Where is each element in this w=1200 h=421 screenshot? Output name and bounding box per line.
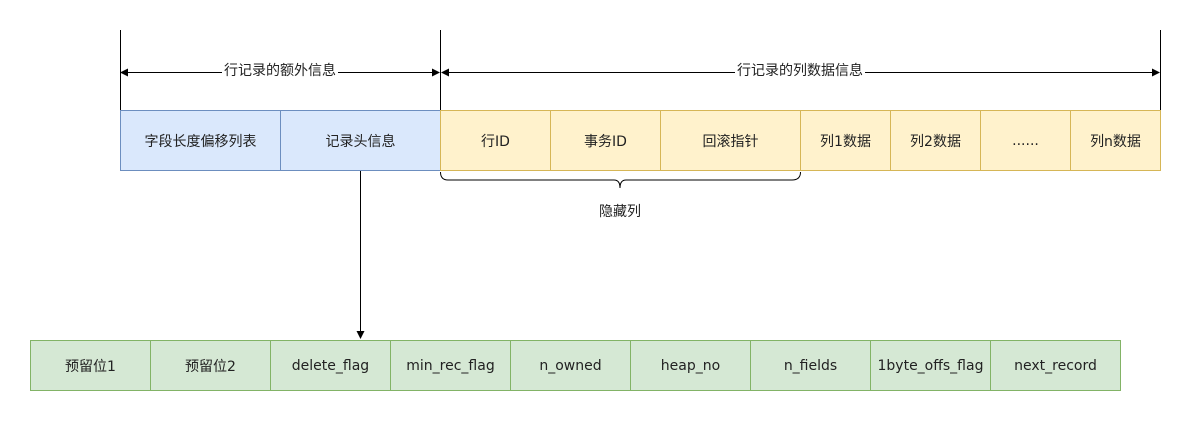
ellipsis-box: ...... xyxy=(980,110,1071,171)
header-field-reserved-1: 预留位1 xyxy=(30,340,151,391)
column-2-box: 列2数据 xyxy=(890,110,981,171)
header-field-1byte-offs-flag: 1byte_offs_flag xyxy=(870,340,991,391)
header-field-n-owned: n_owned xyxy=(510,340,631,391)
header-field-delete-flag: delete_flag xyxy=(270,340,391,391)
column-1-box: 列1数据 xyxy=(800,110,891,171)
header-field-reserved-2: 预留位2 xyxy=(150,340,271,391)
roll-pointer-box: 回滚指针 xyxy=(660,110,801,171)
row-id-box: 行ID xyxy=(440,110,551,171)
extra-info-label: 行记录的额外信息 xyxy=(222,60,338,80)
record-header-box: 记录头信息 xyxy=(280,110,441,171)
transaction-id-box: 事务ID xyxy=(550,110,661,171)
field-length-offset-list-box: 字段长度偏移列表 xyxy=(120,110,281,171)
hidden-columns-label: 隐藏列 xyxy=(599,204,641,220)
hidden-columns-brace xyxy=(440,171,801,189)
column-n-box: 列n数据 xyxy=(1070,110,1161,171)
column-data-label: 行记录的列数据信息 xyxy=(735,60,865,80)
header-field-min-rec-flag: min_rec_flag xyxy=(390,340,511,391)
header-field-n-fields: n_fields xyxy=(750,340,871,391)
header-field-next-record: next_record xyxy=(990,340,1121,391)
header-field-heap-no: heap_no xyxy=(630,340,751,391)
